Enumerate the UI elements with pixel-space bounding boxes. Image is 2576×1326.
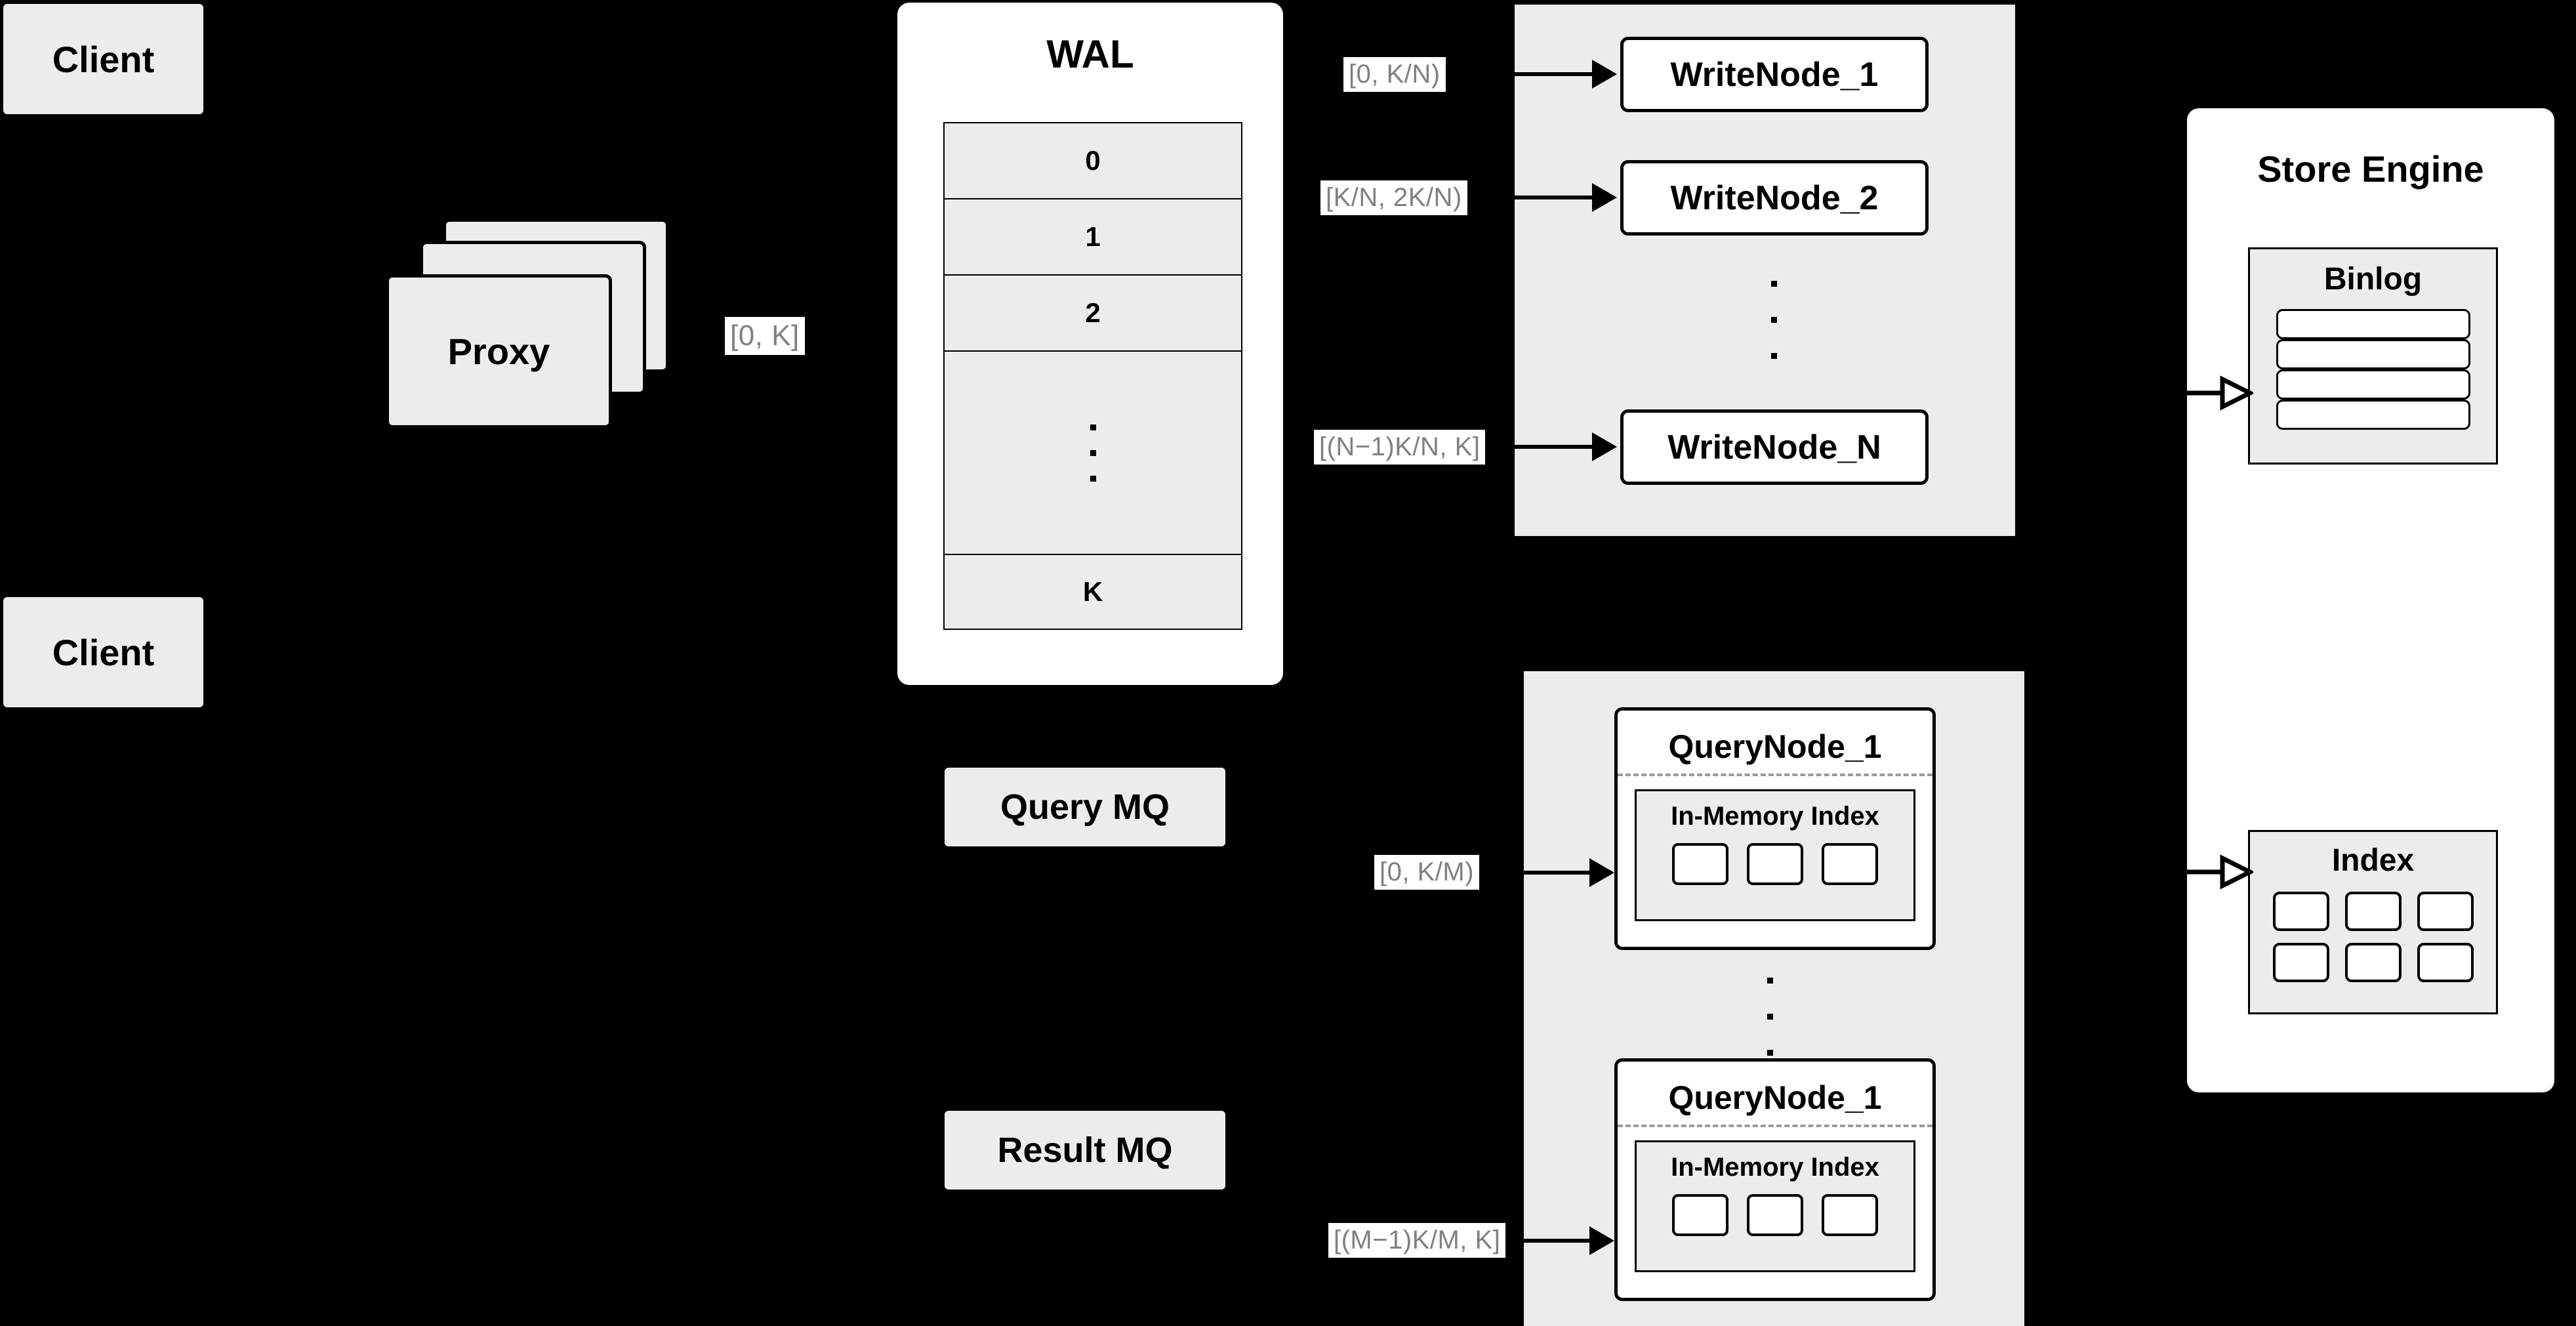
result-mq-box[interactable]: Result MQ: [945, 1111, 1225, 1190]
write-node-box-2[interactable]: WriteNode_2: [1620, 160, 1929, 236]
index-cell[interactable]: [1747, 843, 1803, 885]
query-node-divider-2: [1618, 1125, 1932, 1127]
client-label-1: Client: [52, 38, 155, 80]
query-node-box-2[interactable]: QueryNode_1 In-Memory Index: [1614, 1058, 1936, 1301]
wal-panel: WAL 0 1 2 K: [897, 3, 1283, 685]
write-node-box-1[interactable]: WriteNode_1: [1620, 37, 1929, 112]
arrow-line-query-m: [1524, 1239, 1589, 1243]
client-box-2[interactable]: Client: [3, 597, 203, 707]
index-cell[interactable]: [2272, 892, 2329, 931]
client-box-1[interactable]: Client: [3, 4, 203, 114]
ellipsis-dot: [1767, 1014, 1773, 1020]
arrow-line-write-2: [1513, 196, 1592, 199]
wal-table: 0 1 2 K: [943, 122, 1242, 630]
arrow-line-query-1: [1524, 871, 1589, 875]
arrow-line-write-n: [1513, 445, 1592, 449]
binlog-row[interactable]: [2276, 369, 2470, 400]
query-cluster-ellipsis: [1767, 978, 1773, 1056]
in-memory-index-panel-2: In-Memory Index: [1635, 1140, 1915, 1272]
edge-label-query-node-m: [(M−1)K/M, K]: [1328, 1223, 1506, 1258]
edge-label-write-node-n: [(N−1)K/N, K]: [1314, 430, 1486, 465]
write-node-label-2: WriteNode_2: [1670, 178, 1879, 217]
index-cell[interactable]: [2272, 943, 2329, 982]
result-mq-label: Result MQ: [997, 1130, 1173, 1170]
index-cell[interactable]: [2417, 892, 2474, 931]
index-panel: Index: [2248, 830, 2498, 1014]
wal-row-1: 1: [945, 199, 1241, 276]
client-label-2: Client: [52, 631, 155, 673]
wal-row-0: 0: [945, 123, 1241, 200]
index-cell[interactable]: [1672, 843, 1728, 885]
in-memory-index-cells-2: [1672, 1194, 1878, 1236]
binlog-row[interactable]: [2276, 339, 2470, 369]
proxy-label: Proxy: [447, 331, 550, 372]
write-cluster-ellipsis: [1771, 281, 1777, 359]
binlog-rows: [2276, 309, 2470, 430]
ellipsis-dot: [1771, 353, 1777, 359]
store-engine-panel: Store Engine Binlog Index: [2187, 108, 2554, 1092]
binlog-row[interactable]: [2276, 400, 2470, 430]
query-node-title-1: QueryNode_1: [1668, 728, 1882, 765]
arrow-to-index: [2184, 853, 2255, 891]
arrow-head-query-1: [1589, 858, 1614, 887]
write-node-box-n[interactable]: WriteNode_N: [1620, 409, 1929, 485]
binlog-panel: Binlog: [2248, 247, 2498, 465]
index-grid: [2272, 892, 2474, 982]
arrow-line-write-1: [1513, 72, 1592, 76]
in-memory-index-panel-1: In-Memory Index: [1635, 789, 1915, 921]
in-memory-index-cells-1: [1672, 843, 1878, 885]
ellipsis-dot: [1771, 281, 1777, 287]
wal-row-ellipsis: [945, 352, 1241, 555]
index-title: Index: [2331, 843, 2415, 878]
ellipsis-dot: [1090, 449, 1096, 456]
binlog-row[interactable]: [2276, 309, 2470, 339]
binlog-title: Binlog: [2323, 262, 2423, 297]
arrow-to-binlog: [2184, 374, 2255, 412]
ellipsis-dot: [1090, 424, 1096, 430]
query-node-title-2: QueryNode_1: [1668, 1079, 1882, 1116]
query-mq-label: Query MQ: [1000, 787, 1170, 827]
arrow-head-write-1: [1592, 60, 1617, 89]
hollow-arrow-icon: [2184, 854, 2255, 890]
ellipsis-dot: [1767, 978, 1773, 984]
wal-title: WAL: [1046, 32, 1134, 76]
index-cell[interactable]: [2344, 892, 2402, 931]
wal-row-k: K: [945, 554, 1241, 629]
arrow-head-write-2: [1592, 183, 1617, 212]
index-cell[interactable]: [1672, 1194, 1728, 1236]
query-node-divider-1: [1618, 774, 1932, 776]
proxy-box[interactable]: Proxy: [386, 274, 612, 428]
index-cell[interactable]: [2417, 943, 2474, 982]
ellipsis-dot: [1771, 317, 1777, 323]
in-memory-index-title-2: In-Memory Index: [1671, 1153, 1879, 1182]
wal-row-2: 2: [945, 276, 1241, 352]
hollow-arrow-icon: [2184, 375, 2255, 411]
ellipsis-dot: [1767, 1050, 1773, 1056]
edge-label-query-node-1: [0, K/M): [1374, 855, 1480, 890]
edge-label-write-node-2: [K/N, 2K/N): [1320, 180, 1467, 215]
write-node-label-1: WriteNode_1: [1670, 55, 1879, 94]
index-cell[interactable]: [1822, 1194, 1878, 1236]
write-node-label-n: WriteNode_N: [1667, 428, 1881, 466]
store-engine-title: Store Engine: [2257, 148, 2484, 190]
edge-label-write-node-1: [0, K/N): [1343, 57, 1446, 92]
index-cell[interactable]: [1747, 1194, 1803, 1236]
arrow-head-query-m: [1589, 1226, 1614, 1255]
edge-label-proxy-to-wal: [0, K]: [725, 317, 805, 355]
index-cell[interactable]: [2344, 943, 2402, 982]
ellipsis-dot: [1090, 475, 1096, 482]
query-node-box-1[interactable]: QueryNode_1 In-Memory Index: [1614, 707, 1936, 950]
in-memory-index-title-1: In-Memory Index: [1671, 802, 1879, 831]
index-cell[interactable]: [1822, 843, 1878, 885]
arrow-head-write-n: [1592, 432, 1617, 461]
query-mq-box[interactable]: Query MQ: [945, 768, 1225, 846]
